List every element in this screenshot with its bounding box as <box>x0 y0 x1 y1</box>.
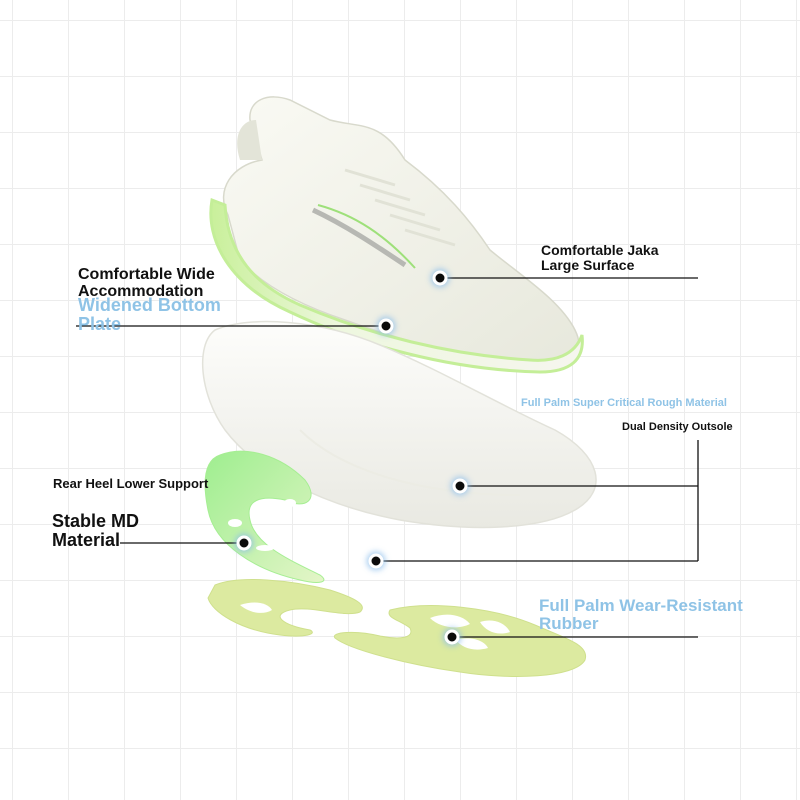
callout-dot-rubber <box>444 629 460 645</box>
callout-super-critical: Full Palm Super Critical Rough Material <box>521 397 727 409</box>
callout-wide-accommodation: Comfortable Wide Accommodation <box>78 266 215 300</box>
shoe-midsole <box>209 197 584 374</box>
callout-dot-upper <box>432 270 448 286</box>
callout-md-material: Stable MD Material <box>52 511 140 550</box>
callout-bottom-plate: Widened Bottom Plate <box>78 295 221 334</box>
rear-rubber <box>207 579 363 637</box>
callout-jaka-surface: Comfortable Jaka Large Surface <box>541 242 659 273</box>
callout-wear-rubber: Full Palm Wear-Resistant Rubber <box>539 596 743 633</box>
callout-dot-outsole <box>368 553 384 569</box>
callout-dot-insole <box>452 478 468 494</box>
callout-heel-support: Rear Heel Lower Support <box>53 476 209 491</box>
callout-dot-heel <box>236 535 252 551</box>
callout-dual-density: Dual Density Outsole <box>622 421 733 433</box>
shoe-upper <box>222 96 580 366</box>
callout-dot-bottom-plate <box>378 318 394 334</box>
heel-support <box>204 450 325 583</box>
front-rubber <box>333 605 587 677</box>
leader-lines <box>76 277 699 638</box>
